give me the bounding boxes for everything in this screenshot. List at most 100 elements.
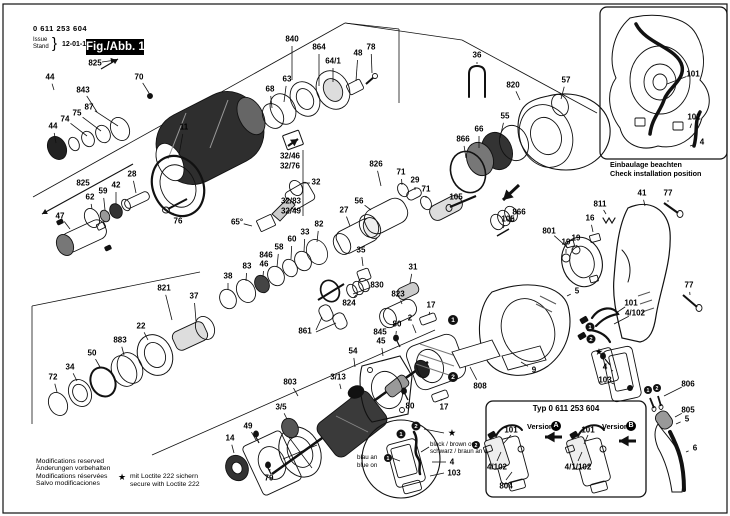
part-ring bbox=[393, 334, 399, 342]
part-ring bbox=[397, 182, 409, 198]
callout-leader bbox=[689, 123, 692, 129]
part-callout-63: 63 bbox=[283, 75, 292, 84]
diagram-line bbox=[417, 353, 455, 367]
terminal-dot-icon bbox=[644, 386, 652, 394]
callout-leader bbox=[133, 180, 137, 194]
part-callout-103: 103 bbox=[598, 376, 612, 385]
part-ring bbox=[269, 93, 297, 125]
diagram-line bbox=[637, 291, 651, 297]
part-callout-60: 60 bbox=[288, 235, 297, 244]
part-ring bbox=[236, 96, 266, 136]
part-ring bbox=[109, 203, 123, 219]
diagram-line bbox=[420, 446, 430, 453]
diagram-line bbox=[344, 22, 463, 41]
part-ring bbox=[289, 81, 321, 117]
callout-leader bbox=[276, 253, 279, 268]
version-b-label: Version bbox=[602, 422, 629, 431]
issue-date: 12-01-17 bbox=[62, 41, 91, 48]
callout-leader bbox=[339, 383, 342, 390]
part-body bbox=[384, 374, 410, 398]
callout-leader bbox=[508, 216, 515, 223]
callout-leader bbox=[591, 224, 594, 233]
callout-leader bbox=[675, 421, 681, 425]
diagram-line bbox=[419, 343, 457, 357]
part-callout-74: 74 bbox=[61, 115, 70, 124]
terminal-dot-icon bbox=[472, 441, 480, 449]
part-ring bbox=[55, 234, 75, 256]
callout-leader bbox=[643, 199, 646, 207]
callout-leader bbox=[553, 235, 569, 249]
callout-leader bbox=[377, 170, 382, 187]
part-ring bbox=[315, 70, 351, 110]
terminal-dot-number: 1 bbox=[647, 388, 650, 394]
callout-leader bbox=[674, 412, 683, 418]
diagram-line bbox=[282, 444, 318, 460]
part-callout-75: 75 bbox=[73, 109, 82, 118]
diagram-line bbox=[641, 307, 655, 313]
part-ring bbox=[627, 385, 633, 391]
part-ring bbox=[371, 370, 403, 410]
diagram-line bbox=[167, 198, 188, 210]
callout-leader bbox=[463, 145, 467, 159]
part-callout-72: 72 bbox=[49, 373, 58, 382]
terminal-dot-number: 1 bbox=[387, 456, 390, 462]
installation-note: Einbaulage beachten Check installation p… bbox=[610, 160, 701, 179]
terminal-dot-number: 1 bbox=[451, 317, 455, 324]
part-ring bbox=[322, 78, 344, 102]
diagram-line bbox=[429, 472, 445, 477]
diagram-line bbox=[682, 294, 698, 308]
loctite-note-en: secure with Loctite 222 bbox=[130, 480, 200, 488]
part-ring bbox=[499, 124, 529, 162]
part-body bbox=[318, 304, 334, 322]
diagram-line bbox=[663, 202, 679, 214]
part-callout-11: 11 bbox=[180, 123, 189, 132]
diagram-line bbox=[391, 457, 401, 462]
callout-leader bbox=[316, 230, 319, 243]
part-callout-103: 103 bbox=[447, 469, 461, 478]
note-fr: Modifications réservées bbox=[36, 472, 108, 480]
callout-leader bbox=[469, 366, 478, 380]
part-callout-820: 820 bbox=[506, 81, 520, 90]
part-callout-76: 76 bbox=[174, 217, 183, 226]
part-ring bbox=[99, 209, 111, 223]
part-callout-83: 83 bbox=[243, 262, 252, 271]
assembly-arrow-icon bbox=[41, 163, 134, 215]
callout-leader bbox=[613, 315, 629, 325]
part-body bbox=[390, 443, 418, 479]
inset-box bbox=[599, 6, 728, 160]
part-body bbox=[256, 214, 276, 232]
issue-label: Issue bbox=[33, 37, 48, 43]
terminal-dot-icon bbox=[384, 454, 392, 462]
part-callout-29: 29 bbox=[411, 176, 420, 185]
brace-glyph: } bbox=[52, 35, 58, 52]
part-callout-2: 2 bbox=[408, 314, 413, 323]
figure-label: Fig./Abb. 1 bbox=[86, 39, 145, 55]
part-ring bbox=[235, 279, 257, 303]
part-callout-82: 82 bbox=[315, 220, 324, 229]
part-outline bbox=[359, 355, 413, 423]
part-outline bbox=[517, 93, 611, 171]
part-callout-101: 101 bbox=[581, 426, 595, 435]
terminal-dot-number: 2 bbox=[414, 424, 418, 430]
part-body bbox=[332, 312, 348, 330]
part-callout-861: 861 bbox=[298, 327, 312, 336]
part-body bbox=[155, 91, 265, 185]
part-ring bbox=[162, 206, 170, 214]
callout-leader bbox=[355, 59, 358, 82]
terminal-dot-number: 1 bbox=[399, 432, 403, 438]
part-callout-62: 62 bbox=[86, 193, 95, 202]
terminal-dot-number: 1 bbox=[588, 325, 592, 331]
callout-leader bbox=[103, 197, 106, 211]
callout-leader bbox=[353, 357, 356, 368]
callout-leader bbox=[361, 256, 364, 267]
part-ring bbox=[253, 430, 259, 438]
part-outline bbox=[609, 14, 710, 149]
arrowhead-icon bbox=[42, 209, 48, 215]
callout-leader bbox=[603, 209, 607, 215]
diagram-line bbox=[151, 329, 436, 456]
callout-leader bbox=[143, 332, 149, 341]
part-callout-19: 19 bbox=[562, 238, 571, 247]
callout-leader bbox=[283, 413, 288, 420]
part-body bbox=[672, 121, 684, 131]
part-callout-17: 17 bbox=[440, 403, 449, 412]
